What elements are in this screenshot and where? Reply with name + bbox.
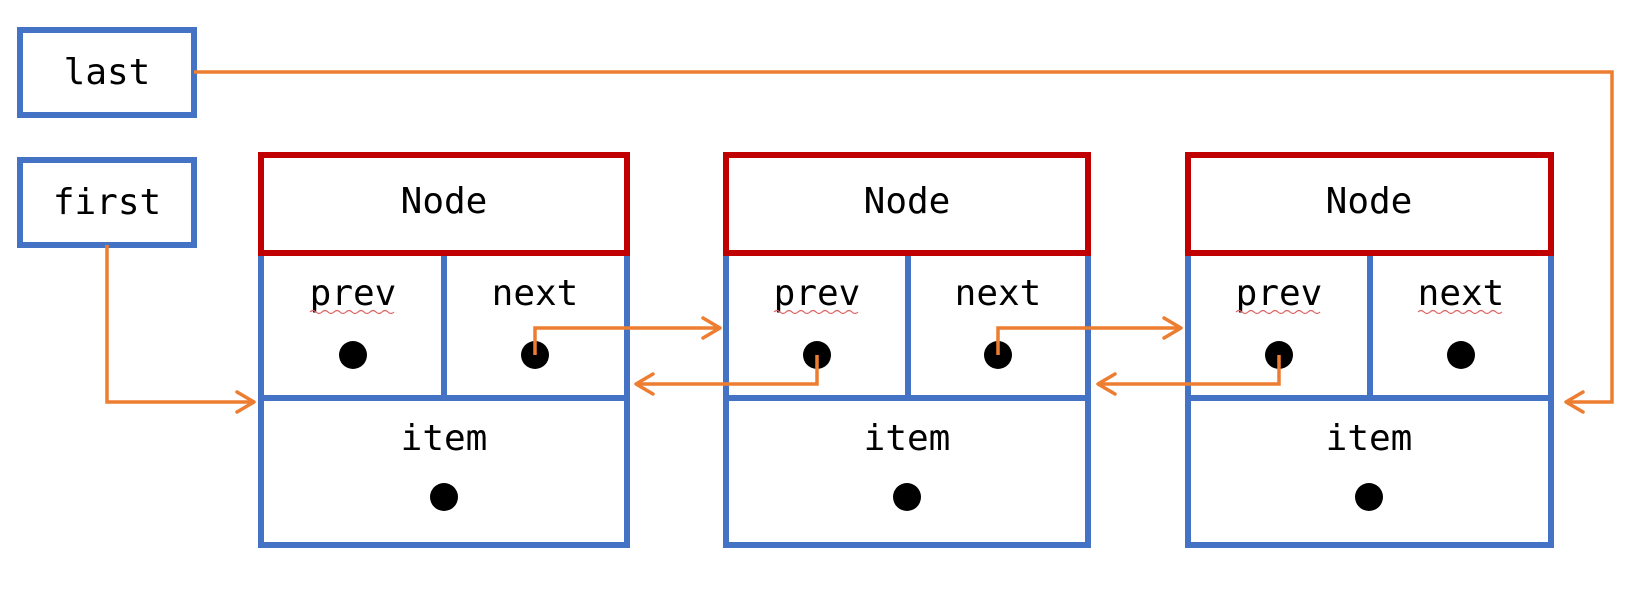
node-1: Node prev next item [258,152,630,548]
node-3-item-dot [1355,483,1383,511]
node-3-header-frame [1185,152,1554,256]
node-3-header-label: Node [1326,181,1413,222]
node-1-header-frame [258,152,630,256]
node-2-header-label: Node [864,181,951,222]
node-2-next-to-node-3-arrow [996,316,1183,355]
first-pointer-label: first [53,182,161,223]
node-3-prev-to-node-2-arrow [1096,355,1281,396]
node-2-prev-label: prev [774,273,861,314]
last-pointer-label: last [64,52,151,93]
node-2-prev-spellcheck-underline [773,309,859,315]
node-3-prev-label: prev [1236,273,1323,314]
node-1-item-dot [430,483,458,511]
node-2-item-dot [893,483,921,511]
node-3-next-spellcheck-underline [1417,309,1503,315]
node-1-header-label: Node [401,181,488,222]
node-3-item-label: item [1326,418,1413,459]
last-to-node-3-arrow [194,70,1614,414]
node-1-prev-dot [339,341,367,369]
node-3-next-dot [1447,341,1475,369]
first-to-node-1-arrow [105,245,256,414]
node-1-item-label: item [401,418,488,459]
node-3-prev-spellcheck-underline [1235,309,1321,315]
node-2: Node prev next item [723,152,1091,548]
node-3: Node prev next item [1185,152,1554,548]
node-2-prev-to-node-1-arrow [634,355,819,396]
node-1-next-to-node-2-arrow [533,316,722,355]
last-pointer-box: last [17,27,197,118]
node-2-header-frame [723,152,1091,256]
node-1-next-label: next [492,273,579,314]
node-3-next-label: next [1418,273,1505,314]
node-1-prev-label: prev [310,273,397,314]
last-pointer-frame [17,27,197,118]
first-pointer-box: first [17,157,197,248]
node-2-item-label: item [864,418,951,459]
node-1-prev-spellcheck-underline [309,309,395,315]
node-2-next-label: next [955,273,1042,314]
